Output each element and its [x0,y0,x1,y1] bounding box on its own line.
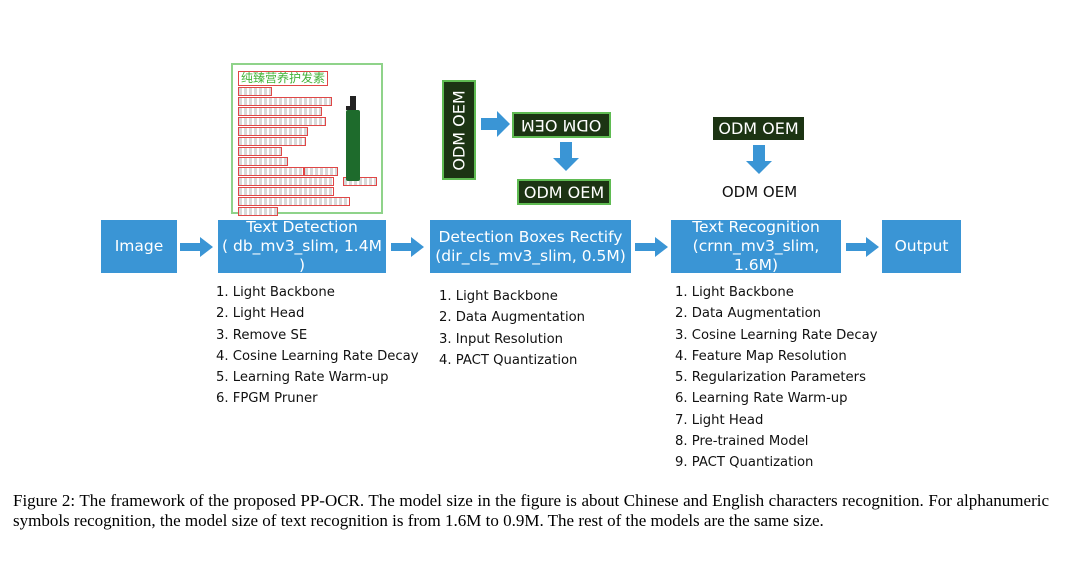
list-item: 6. Learning Rate Warm-up [675,391,848,407]
document-sample-image: 纯臻营养护发素 [231,63,383,216]
arrow-down-icon [553,142,579,171]
recognition-technique-list: 1. Light Backbone 2. Data Augmentation 3… [675,282,878,474]
list-item: 8. Pre-trained Model [675,434,809,450]
rectify-model: (dir_cls_mv3_slim, 0.5M) [435,246,626,265]
vertical-crop-text: ODM OEM [449,89,469,171]
rectified-text-crop: ODM OEM [519,181,609,203]
list-item: 1. Light Backbone [675,285,794,300]
list-item: 2. Data Augmentation [439,310,586,326]
arrow-right-icon [180,237,213,257]
list-item: 5. Regularization Parameters [675,370,866,386]
recognition-input-crop: ODM OEM [713,117,804,140]
list-item: 3. Cosine Learning Rate Decay [675,327,878,343]
rectify-title: Detection Boxes Rectify [438,227,623,246]
list-item: 1. Light Backbone [439,289,558,304]
list-item: 4. Feature Map Resolution [675,348,847,364]
rectify-technique-list: 1. Light Backbone 2. Data Augmentation 3… [439,286,585,371]
recognized-text-output: ODM OEM [721,183,798,201]
text-detection-title: Text Detection [246,218,358,236]
output-box: Output [882,220,961,273]
recognition-title: Text Recognition [692,218,820,236]
image-input-box: Image [101,220,177,273]
output-label: Output [894,237,949,255]
figure-caption: Figure 2: The framework of the proposed … [13,491,1049,530]
bottle-icon [346,96,360,181]
vertical-text-crop: ODM OEM [444,82,474,178]
list-item: 5. Learning Rate Warm-up [216,370,389,386]
arrow-right-icon [391,237,424,257]
image-input-label: Image [114,237,164,255]
text-recognition-box: Text Recognition (crnn_mv3_slim, 1.6M) [671,218,841,274]
list-item: 2. Data Augmentation [675,306,822,322]
list-item: 2. Light Head [216,306,305,322]
recognition-model: (crnn_mv3_slim, 1.6M) [692,237,820,274]
arrow-right-icon [635,237,668,257]
arrow-down-icon [746,145,772,174]
list-item: 3. Remove SE [216,327,308,343]
rectified-crop-text: ODM OEM [523,182,605,202]
arrow-right-icon [846,237,879,257]
recognition-crop-text: ODM OEM [718,119,799,138]
list-item: 4. Cosine Learning Rate Decay [216,348,419,364]
arrow-right-icon [481,111,510,137]
flipped-crop-text: ODM OEM [521,115,602,135]
text-detection-model: ( db_mv3_slim, 1.4M ) [222,237,382,274]
detection-boxes-rectify-box: Detection Boxes Rectify (dir_cls_mv3_sli… [430,220,631,273]
list-item: 7. Light Head [675,412,764,428]
list-item: 6. FPGM Pruner [216,391,318,407]
list-item: 4. PACT Quantization [439,352,578,368]
text-detection-box: Text Detection ( db_mv3_slim, 1.4M ) [218,218,386,274]
list-item: 9. PACT Quantization [675,455,814,471]
detection-technique-list: 1. Light Backbone 2. Light Head 3. Remov… [216,282,419,410]
document-title-text: 纯臻营养护发素 [238,71,329,86]
flipped-text-crop: ODM OEM [514,114,609,136]
list-item: 1. Light Backbone [216,285,335,300]
list-item: 3. Input Resolution [439,331,564,347]
